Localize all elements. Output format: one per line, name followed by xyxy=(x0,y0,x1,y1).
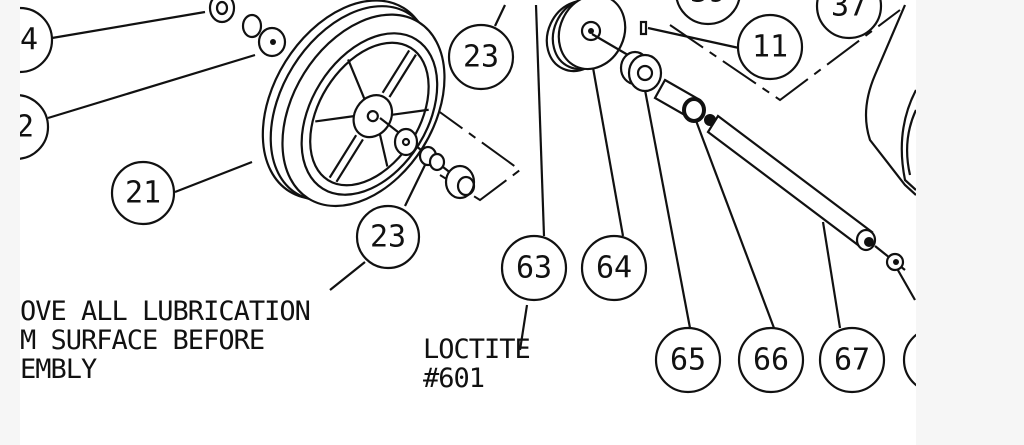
balloon-label: 23 xyxy=(370,220,406,255)
balloon-11: 11 xyxy=(736,13,804,81)
pulley xyxy=(545,0,648,73)
balloon-66: 66 xyxy=(737,326,805,394)
balloon-label: 1 xyxy=(917,343,935,378)
motor-housing xyxy=(864,4,916,196)
loctite-note-line1: LOCTITE xyxy=(423,334,530,365)
balloon-label: 23 xyxy=(463,40,499,75)
balloon-label: 11 xyxy=(752,30,788,65)
balloon-23-upper: 23 xyxy=(447,23,515,91)
left-bushings xyxy=(208,0,287,58)
balloon-label: 66 xyxy=(753,343,789,378)
balloon-label: 67 xyxy=(834,343,870,378)
loctite-note-line2: #601 xyxy=(423,363,484,394)
balloon-partial-right: 1 xyxy=(902,333,935,387)
balloon-label: 64 xyxy=(596,251,632,286)
balloon-24: 24 xyxy=(2,6,54,74)
balloon-label: 22 xyxy=(0,110,34,145)
balloon-label: 37 xyxy=(831,0,867,24)
balloon-65: 65 xyxy=(654,326,722,394)
balloon-64: 64 xyxy=(580,234,648,302)
leader-lines xyxy=(47,4,916,351)
lubrication-note-line1: OVE ALL LUBRICATION xyxy=(20,296,310,327)
balloon-label: 63 xyxy=(516,251,552,286)
balloon-label: 21 xyxy=(125,176,161,211)
balloon-23-lower: 23 xyxy=(355,204,421,270)
balloon-label: 24 xyxy=(2,23,38,58)
shaft-assembly xyxy=(619,50,906,272)
balloon-39: 39 xyxy=(675,0,741,26)
center-lines xyxy=(429,9,901,202)
balloon-22: 22 xyxy=(0,94,50,160)
balloon-37: 37 xyxy=(815,0,883,40)
balloon-67: 67 xyxy=(818,326,886,394)
balloon-label: 39 xyxy=(690,0,726,10)
balloon-63: 63 xyxy=(500,234,568,302)
balloon-21: 21 xyxy=(110,160,176,226)
lubrication-note-line3: EMBLY xyxy=(20,354,97,385)
lubrication-note-line2: M SURFACE BEFORE xyxy=(20,325,264,356)
balloon-label: 65 xyxy=(670,343,706,378)
wheel-bushings xyxy=(379,117,476,200)
